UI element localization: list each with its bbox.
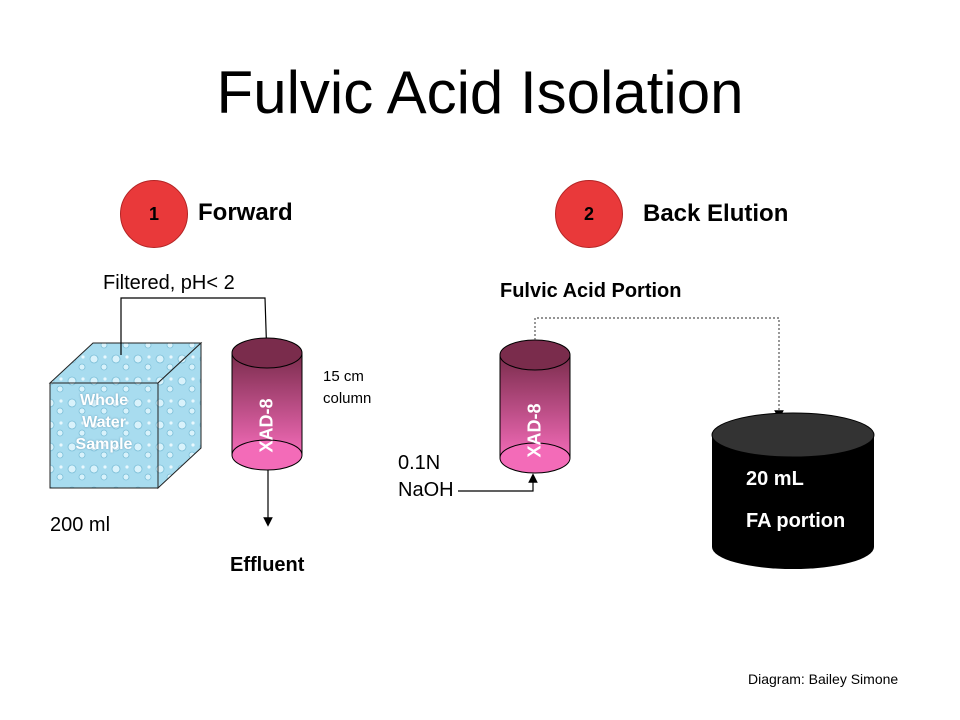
step-1-label: Forward bbox=[198, 199, 293, 226]
naoh-label-line: NaOH bbox=[398, 479, 454, 501]
forward-column bbox=[231, 337, 303, 471]
effluent-label: Effluent bbox=[230, 554, 305, 576]
sample-label-line: Whole bbox=[80, 392, 128, 409]
diagram-credit: Diagram: Bailey Simone bbox=[748, 671, 899, 687]
step-1-badge: 1 bbox=[120, 180, 188, 248]
back-column-label-wrap: XAD-8 bbox=[500, 404, 570, 458]
sample-volume: 200 ml bbox=[50, 514, 111, 536]
sample-label-line: Water bbox=[82, 414, 126, 431]
column-note-line: 15 cm bbox=[323, 368, 364, 385]
water-sample-cube bbox=[48, 341, 203, 490]
naoh-inflow-line bbox=[458, 473, 538, 492]
naoh-label-line: 0.1N bbox=[398, 452, 441, 474]
forward-column-label: XAD-8 bbox=[256, 398, 277, 453]
fulvic-portion-title: Fulvic Acid Portion bbox=[500, 280, 682, 302]
step-2-badge: 2 bbox=[555, 180, 623, 248]
forward-column-label-wrap: XAD-8 bbox=[232, 399, 302, 453]
filter-flow-line bbox=[120, 297, 272, 365]
filter-note: Filtered, pH< 2 bbox=[103, 272, 235, 294]
column-note: 15 cm column bbox=[323, 366, 371, 410]
fa-portion-label: FA portion bbox=[746, 510, 846, 532]
sample-label-line: Sample bbox=[75, 436, 133, 453]
back-column-label: XAD-8 bbox=[524, 403, 545, 458]
column-note-line: column bbox=[323, 390, 372, 407]
fa-volume: 20 mL bbox=[746, 468, 804, 490]
sample-label: Whole Water Sample bbox=[50, 390, 158, 456]
step-2-number: 2 bbox=[583, 203, 594, 224]
fulvic-transfer-line bbox=[534, 317, 784, 420]
step-2-label: Back Elution bbox=[643, 200, 789, 227]
back-elution-column bbox=[499, 339, 571, 474]
page-title: Fulvic Acid Isolation bbox=[216, 59, 744, 126]
naoh-label: 0.1N NaOH bbox=[398, 450, 454, 504]
step-1-number: 1 bbox=[148, 203, 159, 224]
fa-container bbox=[711, 412, 875, 569]
